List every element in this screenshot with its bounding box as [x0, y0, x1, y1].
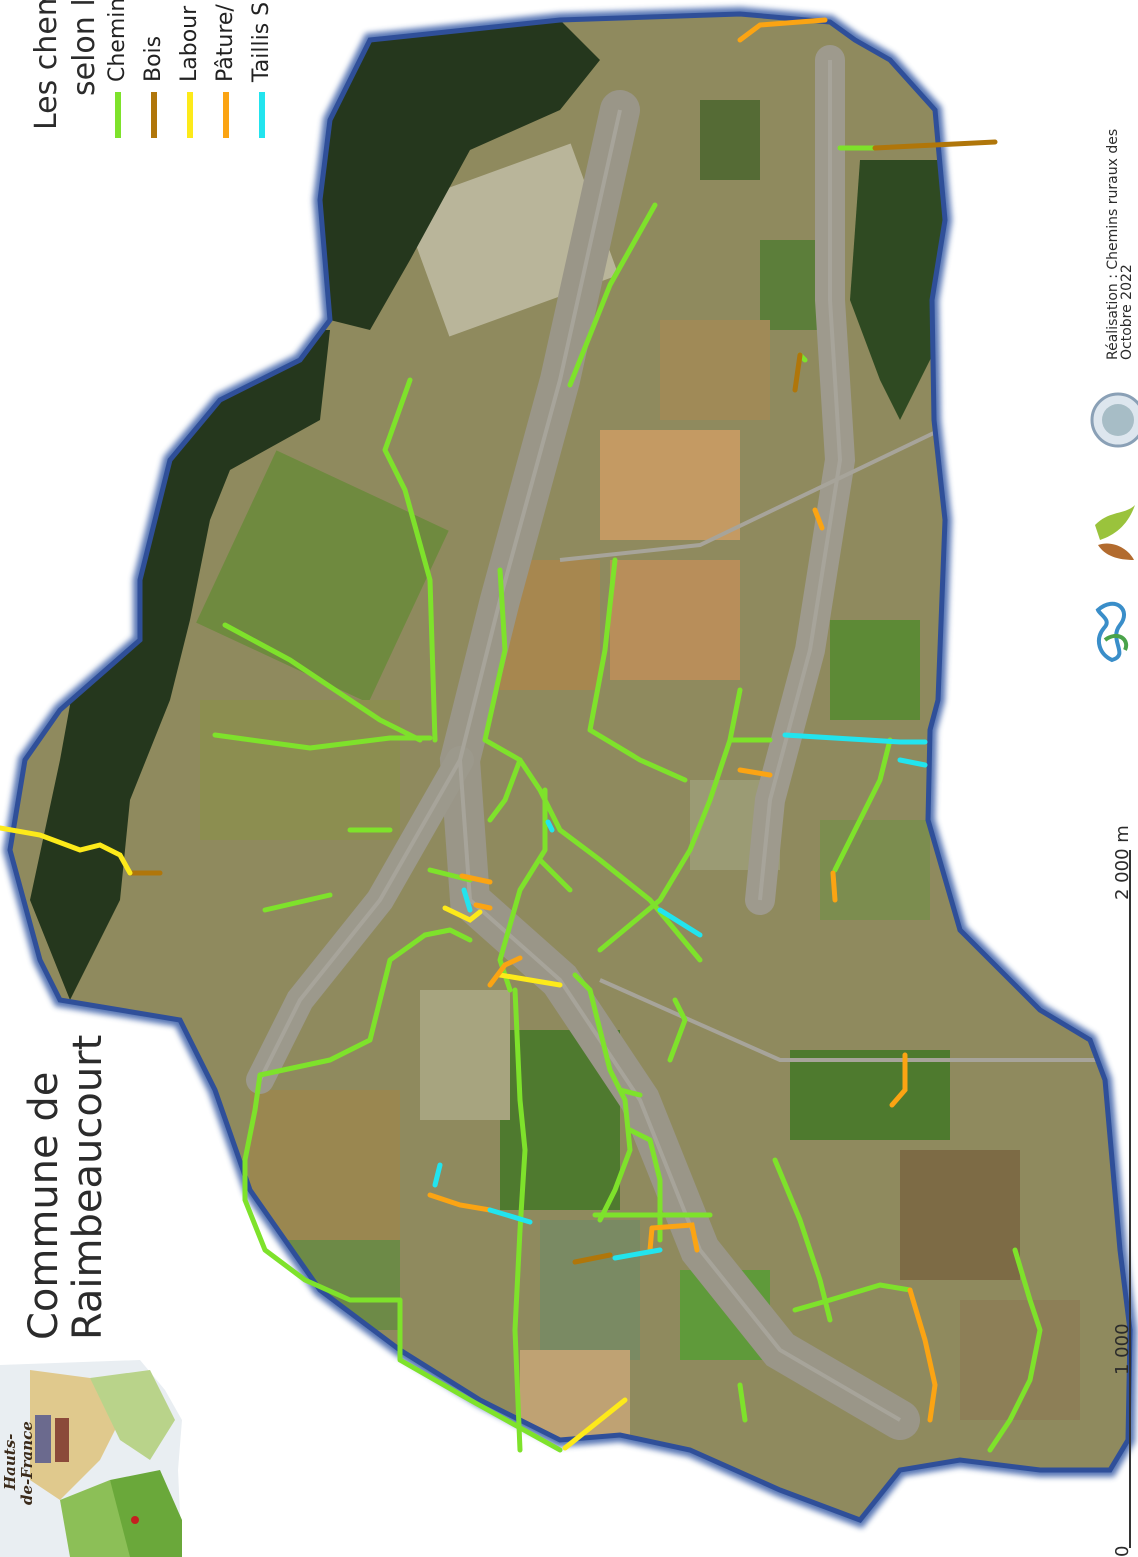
forest-north: [300, 20, 600, 330]
paths-taillis[interactable]: [432, 732, 928, 1261]
woods-east: [850, 160, 945, 420]
hauts-de-france-logo-text: Hauts-: [1, 1434, 19, 1491]
path-segment[interactable]: [497, 972, 563, 988]
legend-title: Les chem selon l: [28, 0, 104, 130]
legend-item-pature: Pâture/: [213, 4, 238, 82]
scale-label-end: 2 000 m: [1112, 825, 1133, 900]
partner-logos: [1085, 370, 1138, 695]
path-segment[interactable]: [0, 825, 133, 876]
path-segment[interactable]: [212, 732, 433, 751]
path-segment[interactable]: [649, 1222, 700, 1253]
path-segment[interactable]: [562, 1397, 628, 1451]
path-segment[interactable]: [473, 902, 493, 911]
path-segment[interactable]: [545, 819, 555, 833]
legend-swatches: [115, 92, 265, 138]
paths-pature[interactable]: [427, 17, 938, 1423]
path-segment[interactable]: [737, 767, 773, 778]
credits-line-2: Octobre 2022: [1119, 264, 1135, 360]
path-segment[interactable]: [872, 139, 998, 151]
path-segment[interactable]: [567, 202, 658, 388]
path-segment[interactable]: [737, 17, 828, 43]
path-segment[interactable]: [792, 1282, 913, 1313]
scale-label-mid: 1 000: [1112, 1323, 1133, 1375]
title-line-2: Raimbeaucourt: [65, 1034, 111, 1340]
path-segment[interactable]: [442, 905, 483, 923]
path-segment[interactable]: [597, 687, 743, 953]
path-segment[interactable]: [427, 1192, 493, 1213]
path-segment[interactable]: [222, 622, 423, 743]
legend-item-taillis: Taillis S: [249, 1, 274, 82]
mascot-illustration: Hauts- de-France: [0, 1360, 182, 1557]
path-segment[interactable]: [459, 873, 493, 885]
title-line-1: Commune de: [21, 1071, 67, 1340]
path-segment[interactable]: [487, 955, 523, 988]
path-segment[interactable]: [422, 927, 473, 943]
legend-item-chemin: Chemin: [105, 0, 130, 82]
path-segment[interactable]: [587, 557, 688, 783]
scale-label-zero: 0: [1112, 1545, 1133, 1557]
path-segment[interactable]: [512, 987, 528, 1453]
bird-logo-icon: [1095, 505, 1135, 540]
path-segment[interactable]: [572, 1252, 613, 1265]
path-segment[interactable]: [987, 1247, 1043, 1453]
roads: [258, 60, 1100, 1422]
path-segment[interactable]: [262, 892, 333, 913]
ribbon-logo-icon: [1095, 601, 1127, 663]
path-segment[interactable]: [461, 887, 473, 913]
path-segment[interactable]: [657, 907, 703, 938]
path-segment[interactable]: [792, 352, 803, 393]
legend-title-line-1: Les chem: [29, 0, 64, 130]
path-segment[interactable]: [487, 757, 523, 823]
path-segment[interactable]: [812, 507, 825, 531]
path-segment[interactable]: [612, 1247, 663, 1261]
legend-item-labour: Labour: [177, 5, 202, 82]
path-segment[interactable]: [889, 1052, 908, 1108]
paths-bois[interactable]: [127, 139, 998, 1265]
svg-text:de-France: de-France: [18, 1421, 36, 1505]
path-segment[interactable]: [487, 1207, 533, 1225]
path-segment[interactable]: [627, 1127, 663, 1243]
paths-labour[interactable]: [0, 825, 628, 1451]
path-segment[interactable]: [667, 997, 688, 1063]
page-title: Commune de Raimbeaucourt: [21, 1034, 111, 1340]
path-segment[interactable]: [242, 1072, 563, 1453]
path-segment[interactable]: [737, 1382, 748, 1423]
paths-chemin[interactable]: [212, 145, 1043, 1453]
credits-line-1: Réalisation : Chemins ruraux des: [1105, 128, 1121, 360]
path-segment[interactable]: [482, 567, 703, 963]
credits: Réalisation : Chemins ruraux des Octobre…: [1105, 128, 1135, 360]
commune-border: [7, 11, 1133, 1523]
legend-title-line-2: selon l: [67, 0, 102, 96]
forest-west: [30, 330, 330, 1000]
path-segment[interactable]: [537, 857, 573, 893]
path-segment[interactable]: [832, 737, 893, 873]
path-segment[interactable]: [432, 1162, 443, 1188]
path-segment[interactable]: [907, 1287, 938, 1423]
path-segment[interactable]: [572, 972, 633, 1223]
legend-item-bois: Bois: [141, 35, 166, 82]
path-segment[interactable]: [897, 757, 928, 768]
path-segment[interactable]: [617, 1087, 643, 1098]
path-segment[interactable]: [382, 377, 438, 743]
path-segment[interactable]: [647, 1225, 655, 1253]
path-segment[interactable]: [257, 932, 428, 1078]
path-segment[interactable]: [830, 870, 838, 903]
path-segment[interactable]: [782, 732, 928, 745]
